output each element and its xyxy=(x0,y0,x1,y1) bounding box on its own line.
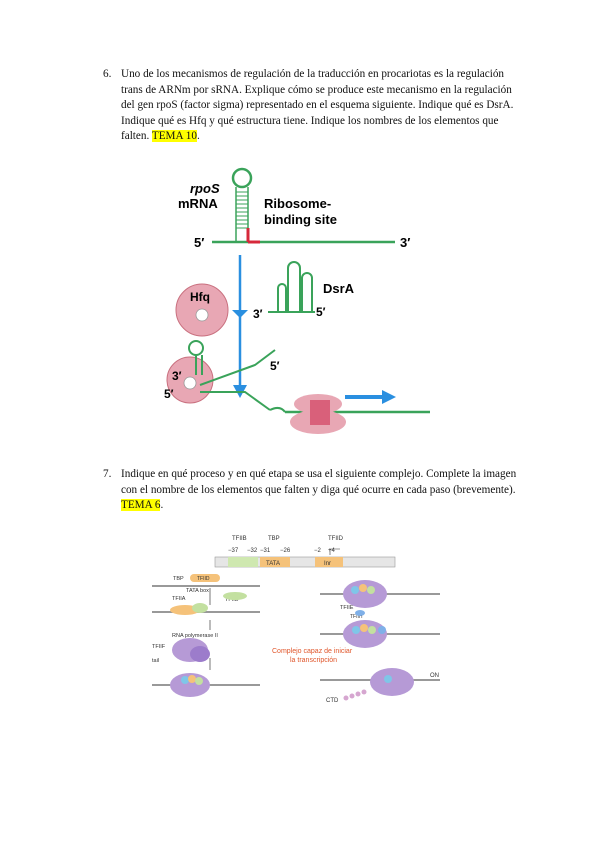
svg-text:TFIIB: TFIIB xyxy=(225,597,239,603)
svg-text:TFIID: TFIID xyxy=(197,576,210,582)
topic-tag: TEMA 10 xyxy=(151,130,197,142)
question-line: Indique en qué proceso y en qué etapa se… xyxy=(121,468,517,480)
question-line: con el nombre de los elementos que falte… xyxy=(121,483,516,496)
five-prime-label: 5′ xyxy=(194,235,204,250)
ctd-label: CTD xyxy=(326,698,339,704)
question-line: falten. xyxy=(121,130,150,142)
svg-text:ON: ON xyxy=(430,673,439,679)
svg-text:RNA polymerase II: RNA polymerase II xyxy=(172,633,218,639)
svg-text:TFIIA: TFIIA xyxy=(172,596,186,602)
question-line: Uno de los mecanismos de regulación de l… xyxy=(121,68,505,80)
svg-text:−37: −37 xyxy=(228,548,239,554)
three-prime-label: 3′ xyxy=(172,369,182,383)
tbp-label: TBP xyxy=(268,536,280,542)
question-line: Indique qué es Hfq y qué estructura tien… xyxy=(121,114,499,127)
mrna-label: mRNA xyxy=(178,196,218,211)
topic-tag: TEMA 6 xyxy=(121,499,161,511)
five-prime-label: 5′ xyxy=(316,305,326,319)
five-prime-label: 5′ xyxy=(270,359,280,373)
svg-text:+4: +4 xyxy=(328,548,336,554)
rbs-label: binding site xyxy=(264,212,337,227)
complex-label: Complejo capaz de iniciar xyxy=(272,648,353,655)
transcription-complex-figure: TFIIB TBP TFIID −37 −32 −31 −26 −2 +4 TA… xyxy=(152,536,440,704)
question-number: 7. xyxy=(103,468,112,480)
three-prime-label: 3′ xyxy=(400,235,410,250)
svg-text:TFIIH: TFIIH xyxy=(350,614,363,620)
five-prime-label: 5′ xyxy=(164,387,174,401)
rpos-regulation-figure: rpoS mRNA Ribosome- binding site 5′ 3′ H… xyxy=(164,167,430,434)
rpos-label: rpoS xyxy=(190,181,220,196)
svg-text:−2: −2 xyxy=(314,548,322,554)
rbs-label: Ribosome- xyxy=(264,196,331,211)
hfq-label: Hfq xyxy=(190,290,210,304)
three-prime-label: 3′ xyxy=(253,307,263,321)
inr-label: Inr xyxy=(324,561,331,567)
tfiib-label: TFIIB xyxy=(232,536,247,542)
dsra-label: DsrA xyxy=(323,281,355,296)
tata-label: TATA xyxy=(266,561,280,567)
svg-text:tail: tail xyxy=(152,658,159,664)
question-line: del gen rpoS (factor sigma) representado… xyxy=(121,99,514,111)
svg-text:−32: −32 xyxy=(247,548,258,554)
svg-text:−26: −26 xyxy=(280,548,291,554)
question-number: 6. xyxy=(103,68,112,80)
question-line: trans de ARNm por sRNA. Explique cómo se… xyxy=(121,83,512,96)
svg-text:TBP: TBP xyxy=(173,576,184,582)
svg-text:TFIIF: TFIIF xyxy=(152,644,166,650)
complex-label: la transcripción xyxy=(290,657,337,664)
svg-text:TFIIE: TFIIE xyxy=(340,605,354,611)
svg-text:TATA box: TATA box xyxy=(186,588,209,594)
svg-text:−31: −31 xyxy=(260,548,271,554)
tfiid-label: TFIID xyxy=(328,536,344,542)
